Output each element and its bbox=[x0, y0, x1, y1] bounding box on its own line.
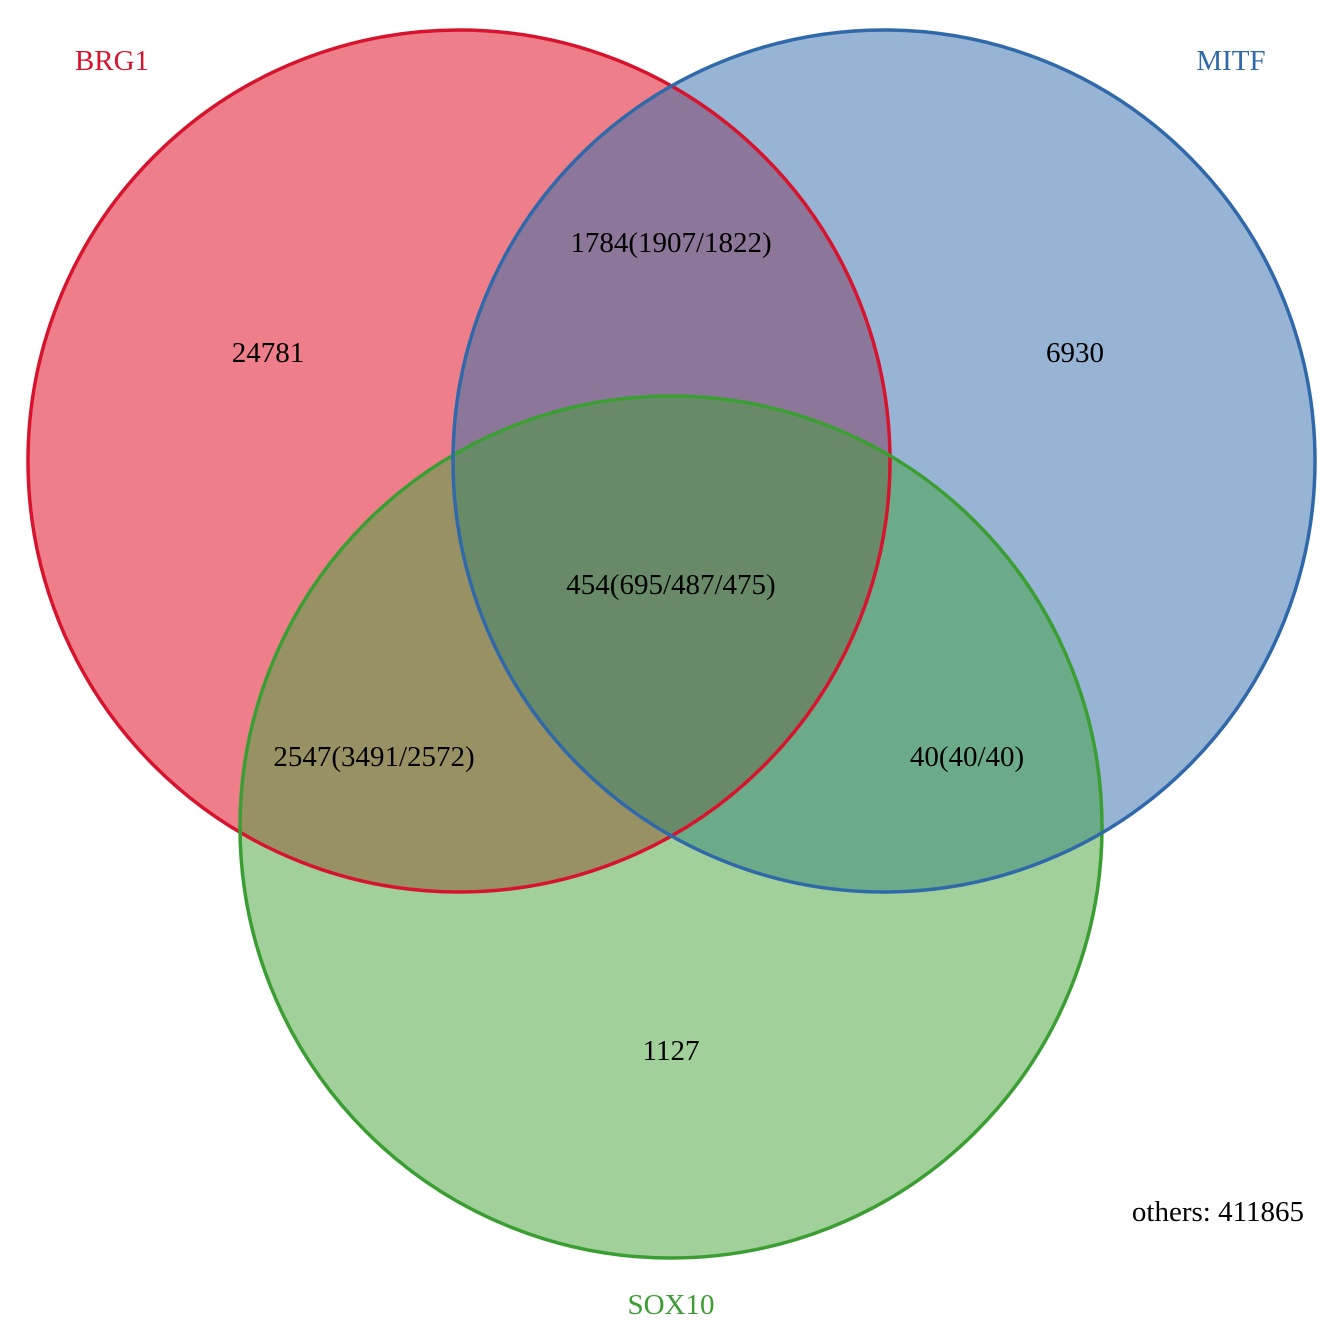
brg1-circle-outline bbox=[26, 28, 892, 894]
others-count: others: 411865 bbox=[1132, 1196, 1304, 1228]
sox10-circle-outline bbox=[238, 394, 1104, 1260]
count-sox10-only: 1127 bbox=[643, 1035, 700, 1067]
set-label-brg1: BRG1 bbox=[75, 45, 149, 77]
set-label-sox10: SOX10 bbox=[627, 1289, 714, 1321]
count-all-three: 454(695/487/475) bbox=[566, 569, 775, 601]
count-mitf-only: 6930 bbox=[1046, 337, 1104, 369]
set-label-mitf: MITF bbox=[1196, 45, 1265, 77]
count-brg1-only: 24781 bbox=[232, 337, 305, 369]
count-brg1-sox10: 2547(3491/2572) bbox=[273, 741, 474, 773]
mitf-circle-outline bbox=[451, 28, 1317, 894]
count-mitf-sox10: 40(40/40) bbox=[910, 741, 1024, 773]
count-brg1-mitf: 1784(1907/1822) bbox=[570, 227, 771, 259]
